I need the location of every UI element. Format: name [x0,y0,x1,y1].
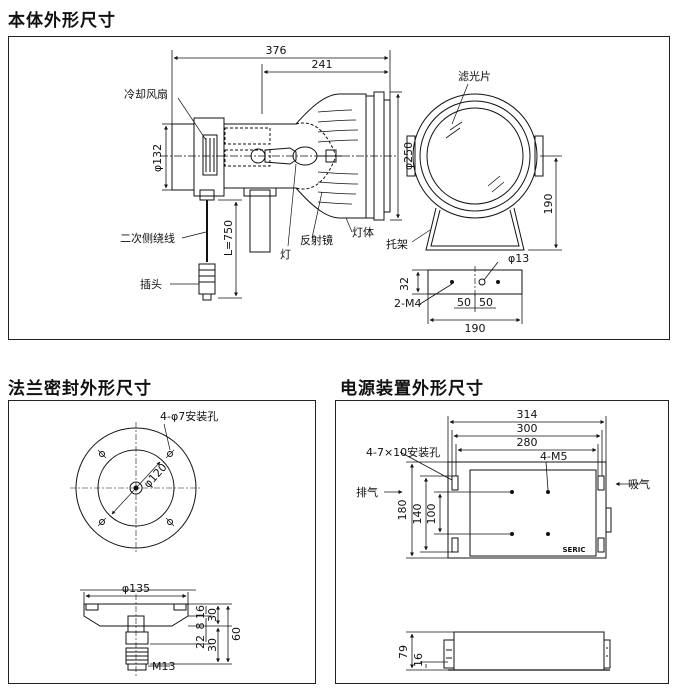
flange-dim-d120: φ120 [141,461,170,491]
dim-l750: L=750 [222,220,235,256]
label-plug: 插头 [140,277,162,291]
power-label-intake: 吸气 [628,477,650,491]
power-side-view [443,631,611,671]
section-title-flange: 法兰密封外形尺寸 [8,379,152,399]
label-bracket: 托架 [386,237,408,251]
label-lamp: 灯 [280,248,291,261]
body-dimension-lines [162,50,402,299]
power-dimension-lines [384,416,640,559]
flange-dimension-lines [83,592,232,667]
lamp-side-view [160,91,396,301]
flange-dim-16: 16 [194,605,207,619]
dim-2-m4: 2-M4 [394,297,421,310]
dim-241: 241 [312,58,333,71]
flange-dim-holes: 4-φ7安装孔 [160,409,218,423]
flange-dim-30-top: 30 [206,608,219,622]
power-dim-m5: 4-M5 [540,450,567,463]
flange-dim-8: 8 [194,623,207,630]
power-dim-79: 79 [397,645,410,659]
power-label-exhaust: 排气 [356,485,378,499]
power-top-view [447,461,612,559]
power-dim-300: 300 [517,422,538,435]
flange-dim-d135: φ135 [122,582,150,595]
dim-d132: φ132 [151,144,164,172]
panel-body [8,36,670,340]
label-lampbody: 灯体 [352,225,374,239]
label-cable: 二次侧绕线 [120,231,175,245]
leader-lines [170,83,469,285]
dim-d250: φ250 [402,142,415,170]
label-fan: 冷却风扇 [124,87,168,101]
power-side-dimension-lines [406,631,454,671]
dim-190-vertical: 190 [542,194,555,215]
label-filter: 滤光片 [458,69,491,83]
lamp-front-view [406,93,544,298]
dim-50-left: 50 [457,296,471,309]
power-dim-16: 16 [412,653,425,667]
flange-dim-60: 60 [230,627,243,641]
dim-50-right: 50 [479,296,493,309]
section-title-power: 电源装置外形尺寸 [340,379,484,399]
dim-376: 376 [266,44,287,57]
power-dim-180: 180 [396,500,409,521]
section-title-body: 本体外形尺寸 [8,11,116,31]
dim-d13: φ13 [508,252,529,265]
front-dimension-lines [412,155,562,324]
power-dim-140: 140 [411,504,424,525]
label-reflector: 反射镜 [300,233,333,247]
power-brand-label: SERIC [563,546,586,554]
panel-power [335,400,669,684]
power-dim-holes: 4-7×10安装孔 [366,445,440,459]
dim-32: 32 [398,277,411,291]
dim-190-horizontal: 190 [465,322,486,335]
flange-dim-m13: M13 [152,660,176,673]
power-dim-314: 314 [517,408,538,421]
flange-dim-30-bottom: 30 [206,638,219,652]
flange-side-view [80,589,196,676]
flange-dim-22: 22 [194,635,207,649]
flange-top-view [70,422,202,554]
power-dim-100: 100 [425,504,438,525]
power-dim-280: 280 [517,436,538,449]
